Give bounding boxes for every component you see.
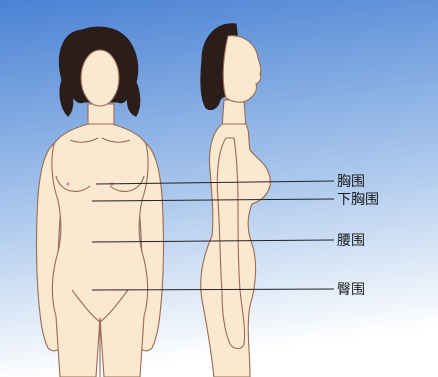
waist-label: 腰围 bbox=[337, 233, 365, 249]
front-face bbox=[81, 50, 119, 106]
front-nipple-left bbox=[66, 182, 69, 185]
underbust-label: 下胸围 bbox=[337, 192, 379, 208]
hip-label: 臀围 bbox=[337, 282, 365, 298]
bust-label: 胸围 bbox=[337, 174, 365, 190]
